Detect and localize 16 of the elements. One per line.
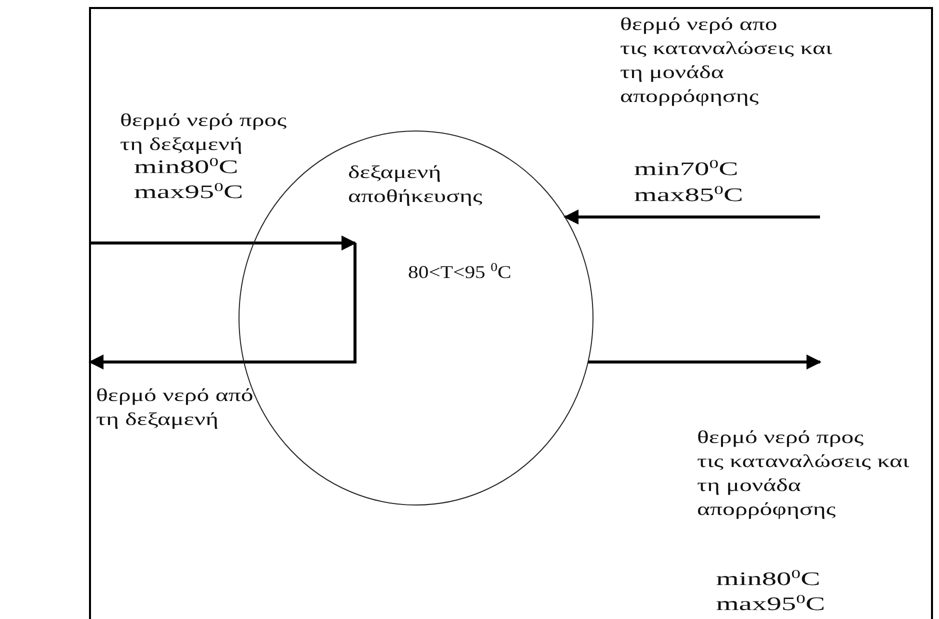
temperature-value: max85$^{0}$C (634, 184, 744, 208)
temperature-value: min80$^{0}$C (716, 568, 820, 592)
flow-description: θερμό νερό προς τη δεξαμενή (120, 109, 287, 156)
temperature-value: max95$^{0}$C (716, 593, 826, 617)
temperature-value: max95$^{0}$C (134, 181, 244, 205)
temperature-value: min80$^{0}$C (134, 156, 238, 180)
temperature-value: min70$^{0}$C (634, 158, 738, 182)
temperature-value: 80<T<95 $^{0}$C (408, 260, 512, 284)
flow-description: θερμό νερό προς τις καταναλώσεις και τη μονάδα απορρόφησης (697, 426, 910, 521)
tank-label: δεξαμενή αποθήκευσης (348, 161, 482, 208)
flow-description: θερμό νερό από τη δεξαμενή (96, 384, 254, 431)
flow-arrow (88, 243, 356, 370)
flow-arrow (588, 354, 822, 370)
flow-description: θερμό νερό απο τις καταναλώσεις και τη μονάδα απορρόφησης (620, 13, 832, 108)
flow-arrow (564, 210, 820, 224)
flow-arrow (90, 236, 356, 250)
